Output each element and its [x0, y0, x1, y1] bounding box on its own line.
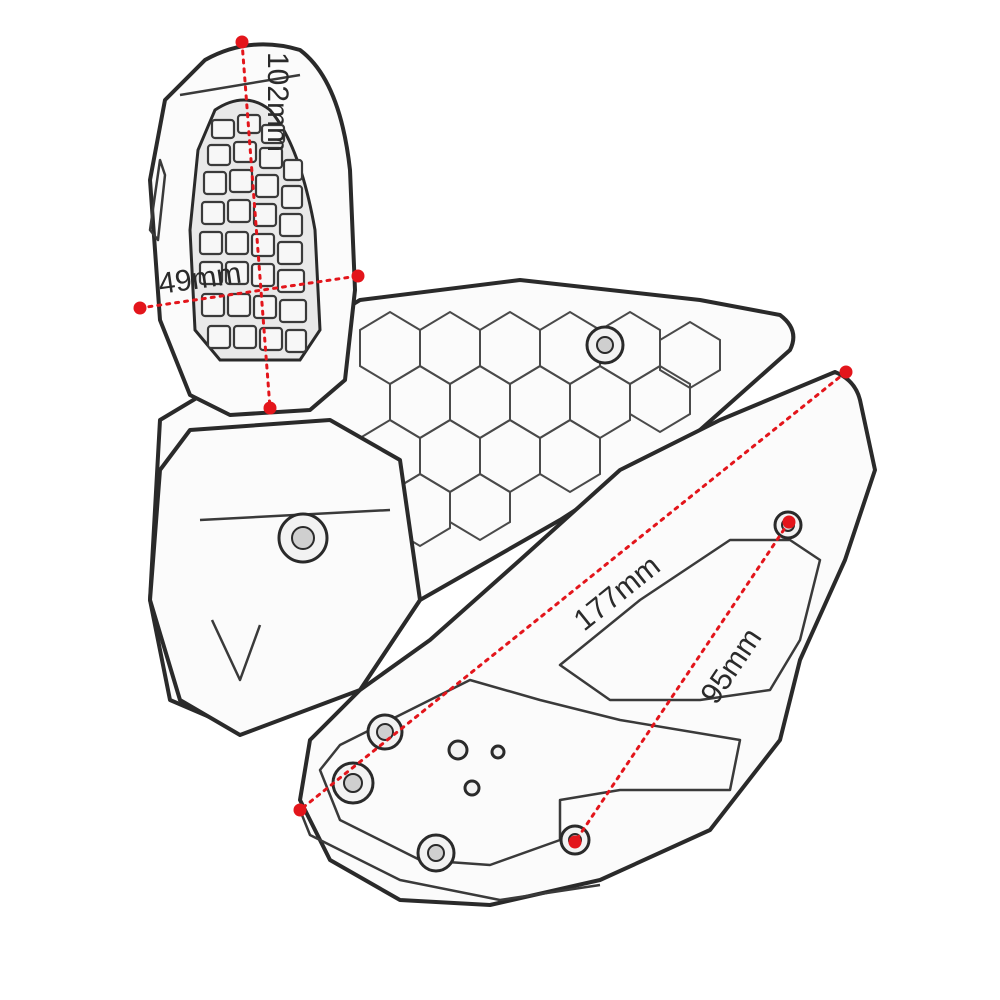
bracket-bolt-icon	[585, 325, 625, 365]
plate-bolt-left-lower-icon	[331, 761, 375, 805]
dimension-grip-length: 102mm	[235, 35, 294, 415]
plate-bolt-bottom-icon	[416, 833, 456, 873]
honeycomb-pattern	[359, 310, 721, 548]
grip-length-label: 102mm	[261, 52, 294, 152]
plate-small-holes	[447, 739, 506, 797]
peg-housing-block	[148, 418, 422, 737]
plate-bolt-left-upper-icon	[366, 713, 404, 751]
housing-bolt-icon	[277, 512, 329, 564]
foot-peg	[148, 42, 357, 417]
